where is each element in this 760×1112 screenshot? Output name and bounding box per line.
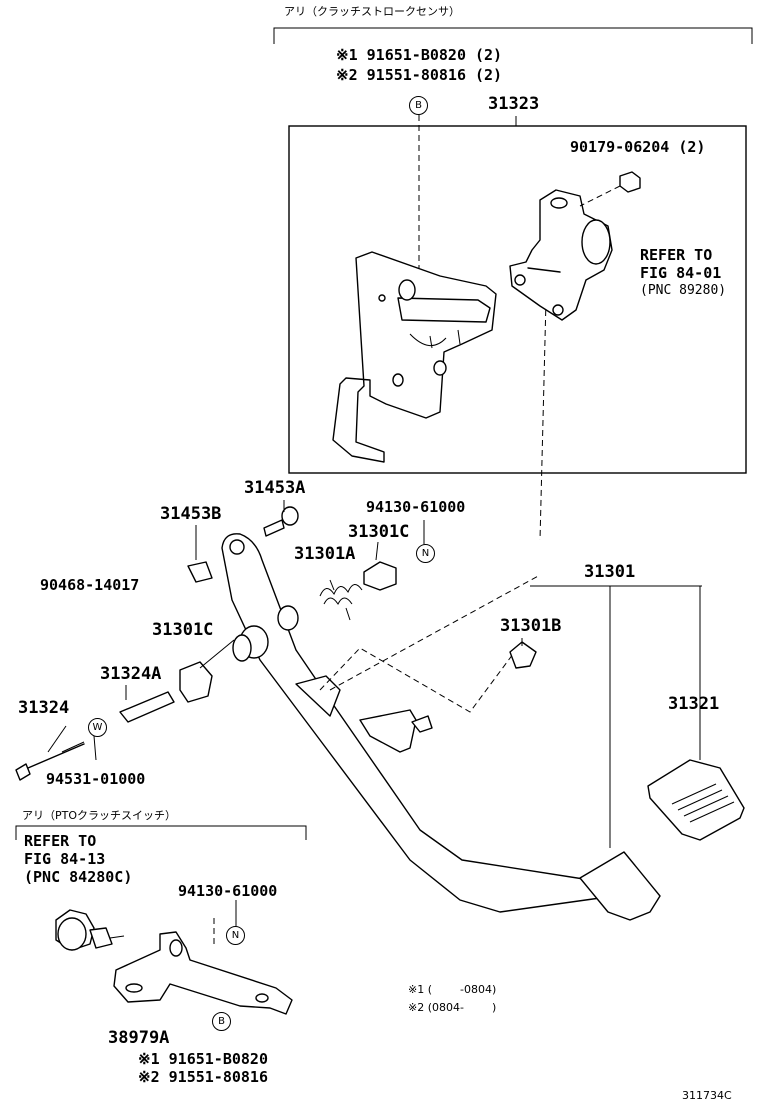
bolt-31324	[15, 763, 31, 781]
b-circle-bottom: B	[212, 1012, 231, 1031]
legend-line1: ※1 ( -0804)	[408, 983, 497, 996]
pto-bracket-38979A	[113, 931, 293, 1015]
b-top-line2: ※2 91551-80816 (2)	[336, 66, 503, 84]
label-31324A: 31324A	[100, 664, 162, 684]
label-31301C-lower: 31301C	[152, 620, 214, 640]
label-31301: 31301	[584, 562, 636, 582]
bushing-31301C-lower	[179, 661, 213, 703]
variant-bracket-top	[273, 27, 753, 44]
n-circle-upper: N	[416, 544, 435, 563]
variant-label-pto: アリ（PTOクラッチスイッチ）	[22, 809, 177, 822]
n-circle-lower: N	[226, 926, 245, 945]
label-31323: 31323	[488, 94, 540, 114]
label-38979A: 38979A	[108, 1028, 170, 1048]
refer2-line1: REFER TO	[24, 832, 97, 850]
label-90179-06204: 90179-06204 (2)	[570, 138, 706, 156]
label-31301A: 31301A	[294, 544, 356, 564]
pto-switch	[55, 909, 125, 951]
sensor-assembly-box	[288, 125, 747, 474]
collar-31324A	[119, 691, 175, 723]
stopper-31301B	[509, 641, 537, 669]
pedal-pad	[579, 851, 661, 921]
label-31324: 31324	[18, 698, 70, 718]
dash-nut	[579, 185, 621, 207]
diagram-code: 311734C	[682, 1089, 732, 1102]
label-94130-61000-lower: 94130-61000	[178, 882, 278, 900]
label-94531-01000: 94531-01000	[46, 770, 146, 788]
b-bottom-line1: ※1 91651-B0820	[138, 1050, 268, 1068]
refer1-line2: FIG 84-01	[640, 264, 722, 282]
b-top-line1: ※1 91651-B0820 (2)	[336, 46, 503, 64]
clutch-pedal-arm	[221, 533, 601, 913]
refer2-line3: (PNC 84280C)	[24, 868, 133, 886]
pedal-pad-cover	[647, 759, 745, 841]
bushing-31453B	[187, 561, 213, 583]
label-31453A: 31453A	[244, 478, 306, 498]
label-31453B: 31453B	[160, 504, 222, 524]
label-31301C-upper: 31301C	[348, 522, 410, 542]
b-circle-top: B	[409, 96, 428, 115]
label-94130-61000-upper: 94130-61000	[366, 498, 466, 516]
sensor-bracket	[332, 251, 497, 463]
legend-line2: ※2 (0804- )	[408, 1001, 497, 1014]
b-bottom-line2: ※2 91551-80816	[138, 1068, 268, 1086]
nut-90179	[619, 171, 641, 193]
bushing-31301C-upper	[363, 561, 397, 591]
dash-stopper	[319, 647, 517, 713]
label-31301B: 31301B	[500, 616, 562, 636]
refer1-line3: (PNC 89280)	[640, 283, 727, 298]
stroke-sensor	[509, 189, 613, 321]
spring-31301A	[319, 584, 363, 605]
variant-label-sensor: アリ（クラッチストロークセンサ）	[284, 5, 460, 18]
refer2-line2: FIG 84-13	[24, 850, 106, 868]
w-circle: W	[88, 718, 107, 737]
label-31321: 31321	[668, 694, 720, 714]
bolt-31453A	[263, 519, 285, 537]
refer1-line1: REFER TO	[640, 246, 713, 264]
dash-sensor-line	[539, 299, 547, 541]
variant-bracket-pto	[15, 825, 307, 840]
label-90468-14017: 90468-14017	[40, 576, 140, 594]
